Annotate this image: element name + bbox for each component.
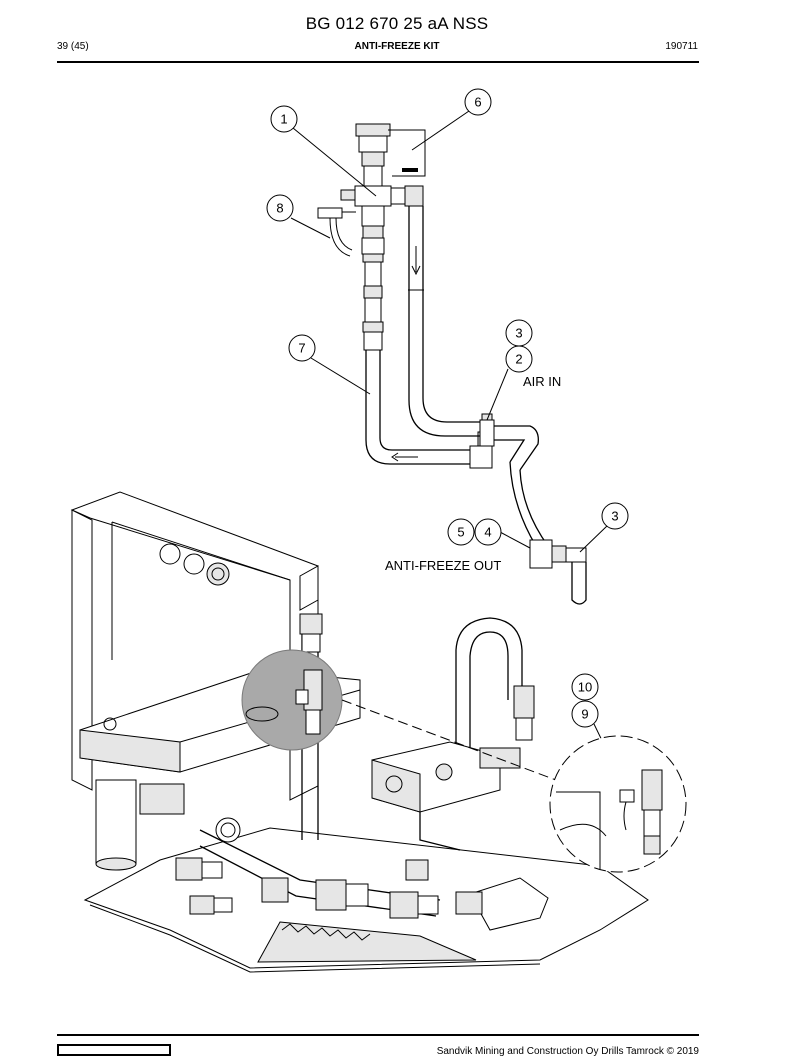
upper-assembly bbox=[340, 123, 587, 605]
svg-text:8: 8 bbox=[276, 201, 283, 216]
svg-text:5: 5 bbox=[457, 525, 464, 540]
svg-text:10: 10 bbox=[578, 680, 592, 695]
svg-text:3: 3 bbox=[515, 326, 522, 341]
lower-fittings bbox=[175, 857, 483, 919]
svg-text:1: 1 bbox=[280, 112, 287, 127]
svg-text:3: 3 bbox=[611, 509, 618, 524]
document-number: BG 012 670 25 aA NSS bbox=[305, 14, 489, 33]
document-date: 190711 bbox=[665, 41, 698, 52]
callout-2: 2 bbox=[505, 345, 533, 373]
callout-9: 9 bbox=[571, 700, 599, 728]
detail-view bbox=[549, 735, 687, 873]
callout-5: 5 bbox=[447, 518, 475, 546]
callout-6: 6 bbox=[464, 88, 492, 116]
footer-rule bbox=[57, 1034, 699, 1036]
callout-4: 4 bbox=[474, 518, 502, 546]
copyright-text: Sandvik Mining and Construction Oy Drill… bbox=[436, 1046, 699, 1057]
callout-10: 10 bbox=[571, 673, 599, 701]
svg-text:6: 6 bbox=[474, 95, 481, 110]
lower-assembly bbox=[70, 491, 649, 973]
svg-text:7: 7 bbox=[298, 341, 305, 356]
header-rule bbox=[57, 61, 699, 63]
callout-7: 7 bbox=[288, 334, 316, 362]
svg-text:2: 2 bbox=[515, 352, 522, 367]
callout-3-right: 3 bbox=[601, 502, 629, 530]
section-title: ANTI-FREEZE KIT bbox=[354, 41, 440, 52]
svg-text:4: 4 bbox=[484, 525, 491, 540]
anti-freeze-out-label: ANTI-FREEZE OUT bbox=[385, 558, 501, 573]
page-number: 39 (45) bbox=[57, 41, 89, 52]
callout-8: 8 bbox=[266, 194, 294, 222]
air-in-label: AIR IN bbox=[523, 374, 561, 389]
sandvik-logo bbox=[57, 1044, 171, 1056]
callout-1: 1 bbox=[270, 105, 298, 133]
callout-3-top: 3 bbox=[505, 319, 533, 347]
svg-text:9: 9 bbox=[581, 707, 588, 722]
ball-valve bbox=[317, 207, 356, 257]
